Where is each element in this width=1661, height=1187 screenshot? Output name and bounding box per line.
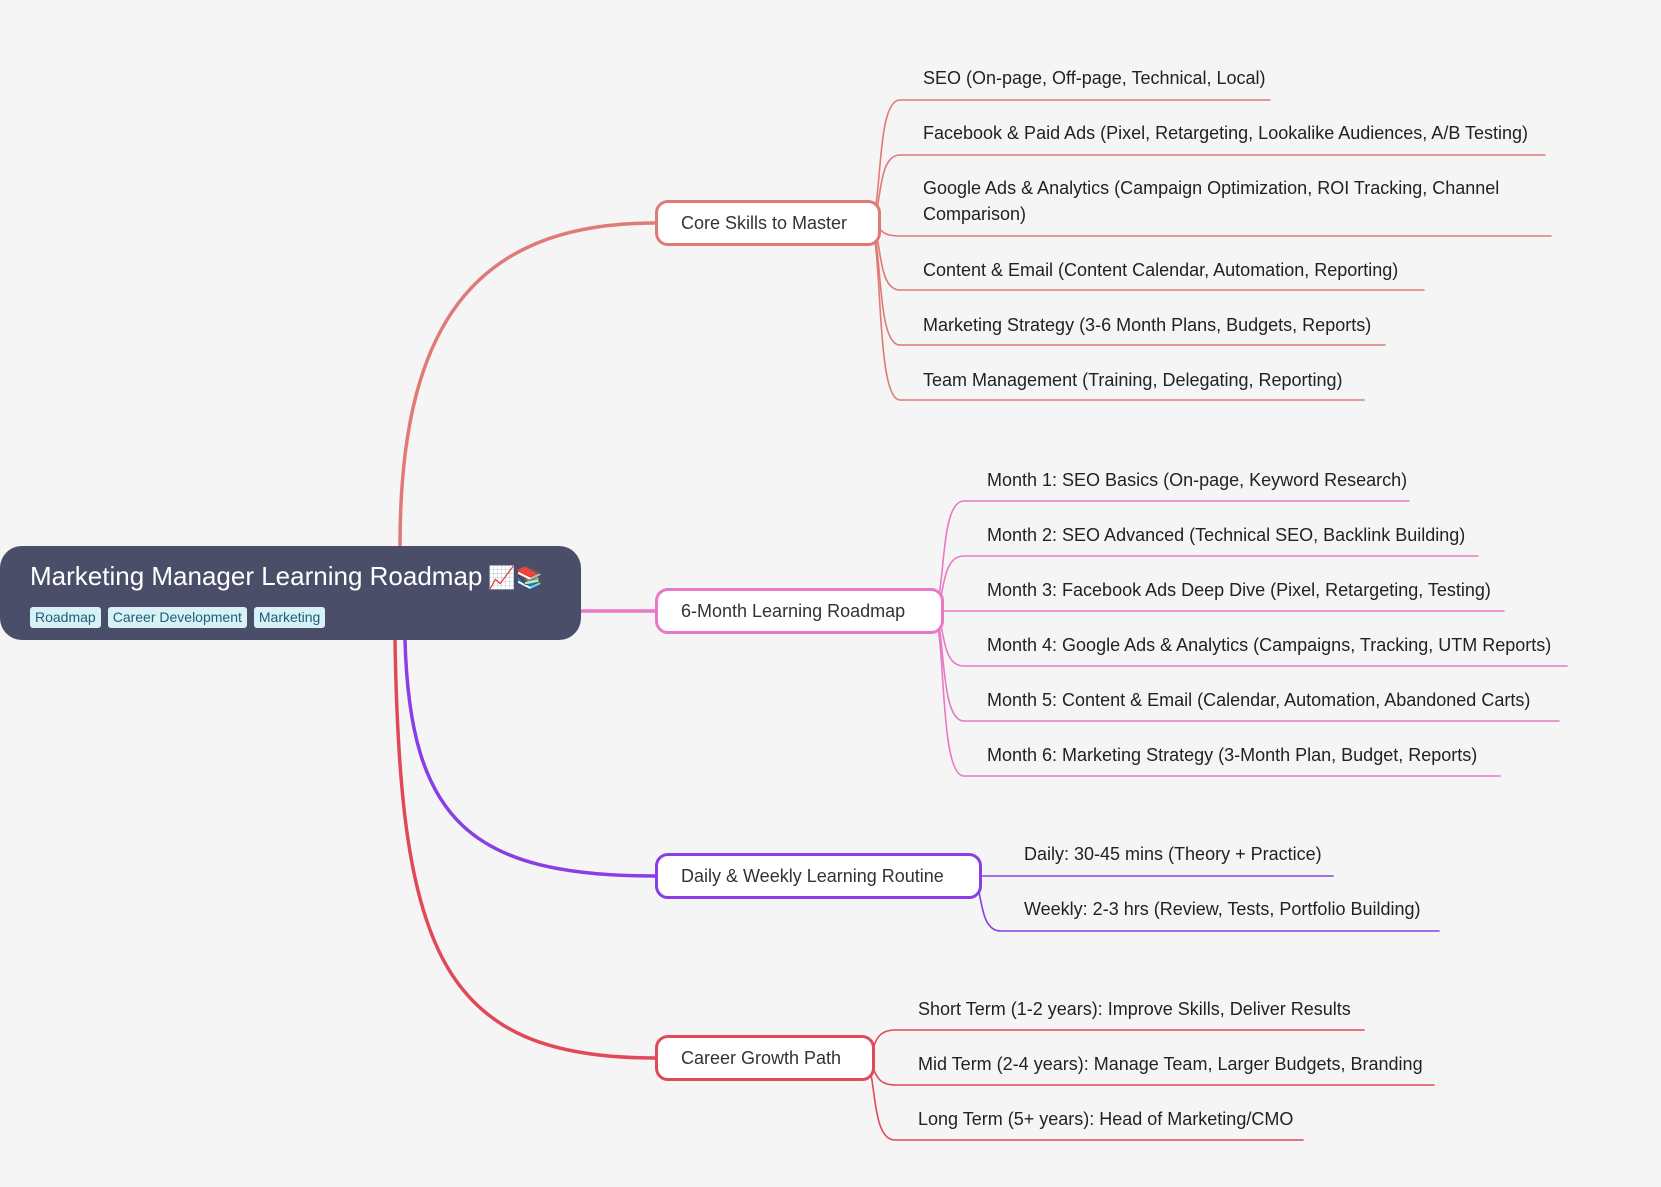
leaf-core-skills-4[interactable]: Content & Email (Content Calendar, Autom…	[923, 260, 1399, 280]
leaf-month-6[interactable]: Month 6: Marketing Strategy (3-Month Pla…	[987, 745, 1478, 765]
root-title: Marketing Manager Learning Roadmap📈📚	[30, 561, 543, 592]
root-connector-4	[393, 638, 657, 1060]
branch-six-month-roadmap[interactable]: 6-Month Learning Roadmap	[655, 588, 944, 634]
leaf-month-1[interactable]: Month 1: SEO Basics (On-page, Keyword Re…	[987, 470, 1408, 490]
tag-career-development[interactable]: Career Development	[107, 607, 247, 628]
branch-daily-weekly-routine[interactable]: Daily & Weekly Learning Routine	[655, 853, 982, 899]
leaf-month-5[interactable]: Month 5: Content & Email (Calendar, Auto…	[987, 690, 1531, 710]
tag-list: Roadmap Career Development Marketing	[30, 607, 326, 628]
leaf-mid-term[interactable]: Mid Term (2-4 years): Manage Team, Large…	[918, 1054, 1423, 1074]
branch-label: Career Growth Path	[681, 1048, 842, 1068]
tag-marketing[interactable]: Marketing	[253, 607, 326, 628]
branch-label: 6-Month Learning Roadmap	[681, 601, 906, 621]
leaf-month-4[interactable]: Month 4: Google Ads & Analytics (Campaig…	[987, 635, 1552, 655]
leaf-daily-routine[interactable]: Daily: 30-45 mins (Theory + Practice)	[1024, 844, 1322, 864]
root-connector-3	[403, 638, 657, 878]
leaf-core-skills-5[interactable]: Marketing Strategy (3-6 Month Plans, Bud…	[923, 315, 1372, 335]
leaf-short-term[interactable]: Short Term (1-2 years): Improve Skills, …	[918, 999, 1351, 1019]
leaf-month-2[interactable]: Month 2: SEO Advanced (Technical SEO, Ba…	[987, 525, 1466, 545]
leaf-weekly-routine[interactable]: Weekly: 2-3 hrs (Review, Tests, Portfoli…	[1024, 899, 1421, 919]
root-title-text: Marketing Manager Learning Roadmap	[30, 561, 483, 591]
branch-career-growth-path[interactable]: Career Growth Path	[655, 1035, 875, 1081]
branch-label: Core Skills to Master	[681, 213, 848, 233]
root-node[interactable]: Marketing Manager Learning Roadmap📈📚 Roa…	[0, 546, 581, 640]
root-connector-1	[398, 221, 657, 548]
branch-core-skills[interactable]: Core Skills to Master	[655, 200, 881, 246]
leaf-month-3[interactable]: Month 3: Facebook Ads Deep Dive (Pixel, …	[987, 580, 1491, 600]
branch-label: Daily & Weekly Learning Routine	[681, 866, 944, 886]
leaf-core-skills-2[interactable]: Facebook & Paid Ads (Pixel, Retargeting,…	[923, 123, 1529, 143]
leaf-long-term[interactable]: Long Term (5+ years): Head of Marketing/…	[918, 1109, 1294, 1129]
leaf-core-skills-6[interactable]: Team Management (Training, Delegating, R…	[923, 370, 1343, 390]
leaf-core-skills-3[interactable]: Google Ads & Analytics (Campaign Optimiz…	[923, 178, 1500, 224]
leaf-core-skills-1[interactable]: SEO (On-page, Off-page, Technical, Local…	[923, 68, 1266, 88]
tag-roadmap[interactable]: Roadmap	[30, 607, 101, 628]
root-emoji-icon: 📈📚	[488, 565, 544, 590]
